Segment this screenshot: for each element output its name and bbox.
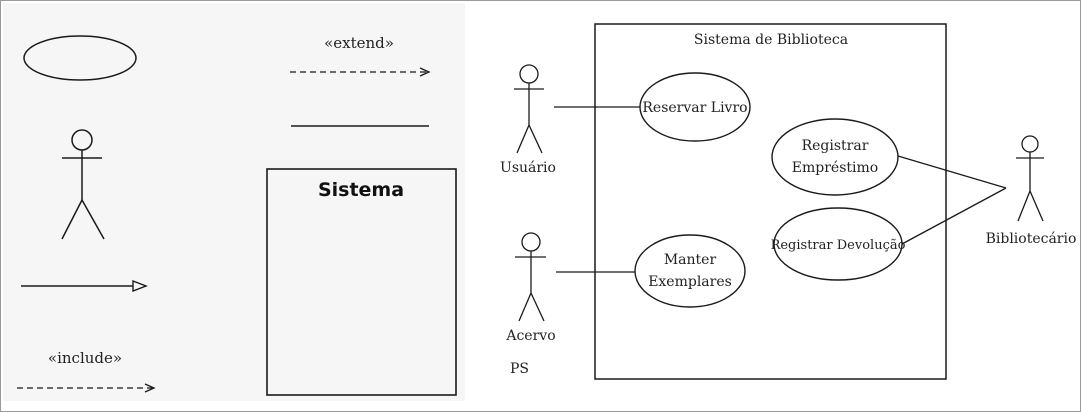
system-title: Sistema de Biblioteca [694, 32, 848, 48]
system-boundary-label: Sistema [318, 179, 404, 201]
actor-bibliotecario-label: Bibliotecário [986, 231, 1077, 247]
actor-acervo [515, 232, 546, 322]
use-case-manter-exemplares: Manter Exemplares [634, 234, 746, 308]
extend-label: «extend» [324, 34, 394, 52]
system-boundary-symbol [266, 168, 457, 396]
actor-usuario [514, 64, 544, 154]
svg-text:Exemplares: Exemplares [648, 274, 732, 290]
associations [554, 106, 1007, 273]
svg-text:Reservar Livro: Reservar Livro [642, 100, 747, 116]
actor-bibliotecario [1016, 135, 1044, 222]
system-boundary [594, 23, 947, 380]
uml-notation-legend [3, 3, 465, 401]
use-case-registrar-devolucao: Registrar Devolução [771, 207, 906, 281]
svg-text:Empréstimo: Empréstimo [792, 160, 878, 176]
include-label: «include» [48, 349, 122, 367]
svg-text:Registrar: Registrar [802, 138, 869, 154]
actor-usuario-label: Usuário [500, 160, 556, 176]
use-case-reservar-livro: Reservar Livro [639, 72, 751, 142]
actor-symbol [61, 129, 105, 240]
watermark-text: PS [510, 361, 529, 377]
assoc-devolucao-bibliotecario [901, 187, 1007, 245]
use-case-registrar-emprestimo: Registrar Empréstimo [771, 118, 899, 196]
actor-acervo-label: Acervo [505, 328, 555, 344]
library-use-case-diagram [491, 3, 1079, 409]
use-case-symbol [23, 35, 137, 81]
svg-text:Registrar Devolução: Registrar Devolução [771, 238, 906, 253]
svg-text:Manter: Manter [664, 252, 717, 268]
assoc-emprestimo-bibliotecario [897, 155, 1007, 189]
